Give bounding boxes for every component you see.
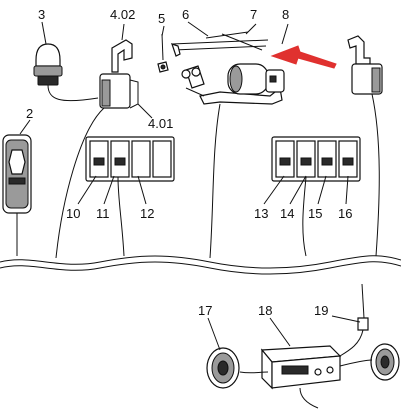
- radio-unit: [239, 345, 373, 409]
- switch-panel-right: [271, 136, 361, 257]
- washer-nozzle: [157, 33, 169, 73]
- label-17: 17: [198, 303, 212, 318]
- label-3: 3: [38, 7, 45, 22]
- wiper-assembly: [171, 31, 285, 259]
- label-10: 10: [66, 206, 80, 221]
- label-13: 13: [254, 206, 268, 221]
- label-4-02: 4.02: [110, 7, 135, 22]
- red-pointer-arrow: [270, 45, 337, 69]
- work-lamp-right: [347, 35, 383, 257]
- label-19: 19: [314, 303, 328, 318]
- beacon-lamp: [33, 43, 99, 102]
- label-14: 14: [280, 206, 294, 221]
- antenna: [339, 283, 369, 357]
- label-12: 12: [140, 206, 154, 221]
- speaker-left: [206, 347, 240, 389]
- label-15: 15: [308, 206, 322, 221]
- rear-lamp: [2, 134, 32, 256]
- label-18: 18: [258, 303, 272, 318]
- break-line: [0, 255, 401, 275]
- label-7: 7: [250, 7, 257, 22]
- switch-panel-left: [85, 136, 175, 257]
- label-2: 2: [26, 106, 33, 121]
- label-4-01: 4.01: [148, 116, 173, 131]
- label-11: 11: [96, 206, 110, 221]
- label-6: 6: [182, 7, 189, 22]
- leader-lines: [19, 21, 361, 351]
- label-16: 16: [338, 206, 352, 221]
- label-5: 5: [158, 11, 165, 26]
- speaker-right: [370, 343, 400, 381]
- work-lamp-left: [55, 39, 139, 259]
- label-8: 8: [282, 7, 289, 22]
